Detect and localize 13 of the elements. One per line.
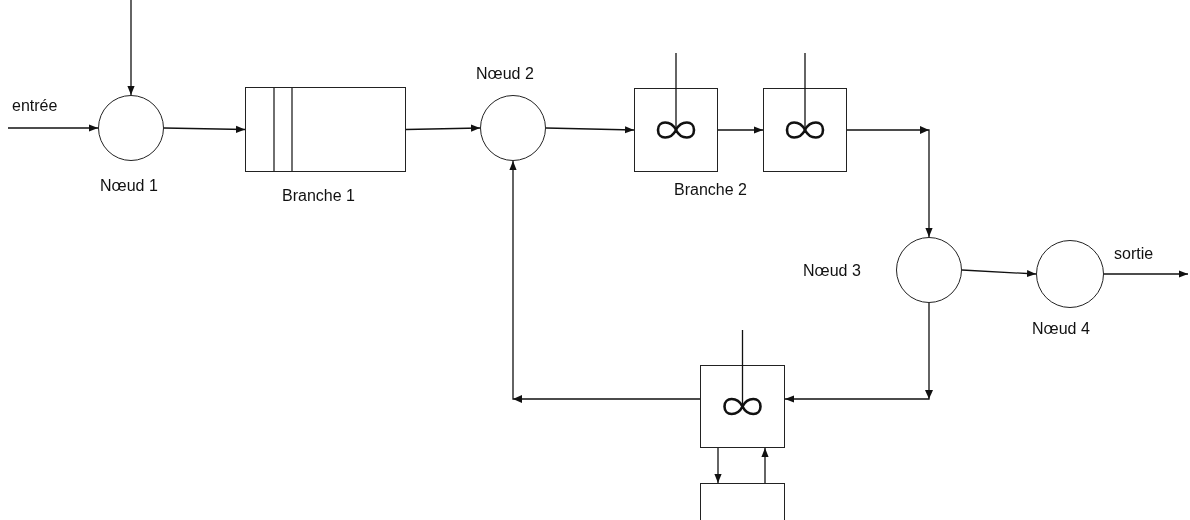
edge-label: sortie xyxy=(1114,244,1154,264)
tank-box xyxy=(634,88,718,172)
node-caption: Nœud 2 xyxy=(476,64,534,84)
node-caption: Nœud 4 xyxy=(1032,319,1090,339)
node-caption: Nœud 1 xyxy=(100,176,158,196)
node-caption: Nœud 3 xyxy=(803,261,861,281)
group-label: Branche 2 xyxy=(674,180,747,200)
node-caption: Branche 1 xyxy=(282,186,355,206)
queue-box xyxy=(245,87,406,172)
tank-box xyxy=(763,88,847,172)
tank-box xyxy=(700,365,785,448)
edge-label: entrée xyxy=(12,96,58,116)
box xyxy=(700,483,785,520)
